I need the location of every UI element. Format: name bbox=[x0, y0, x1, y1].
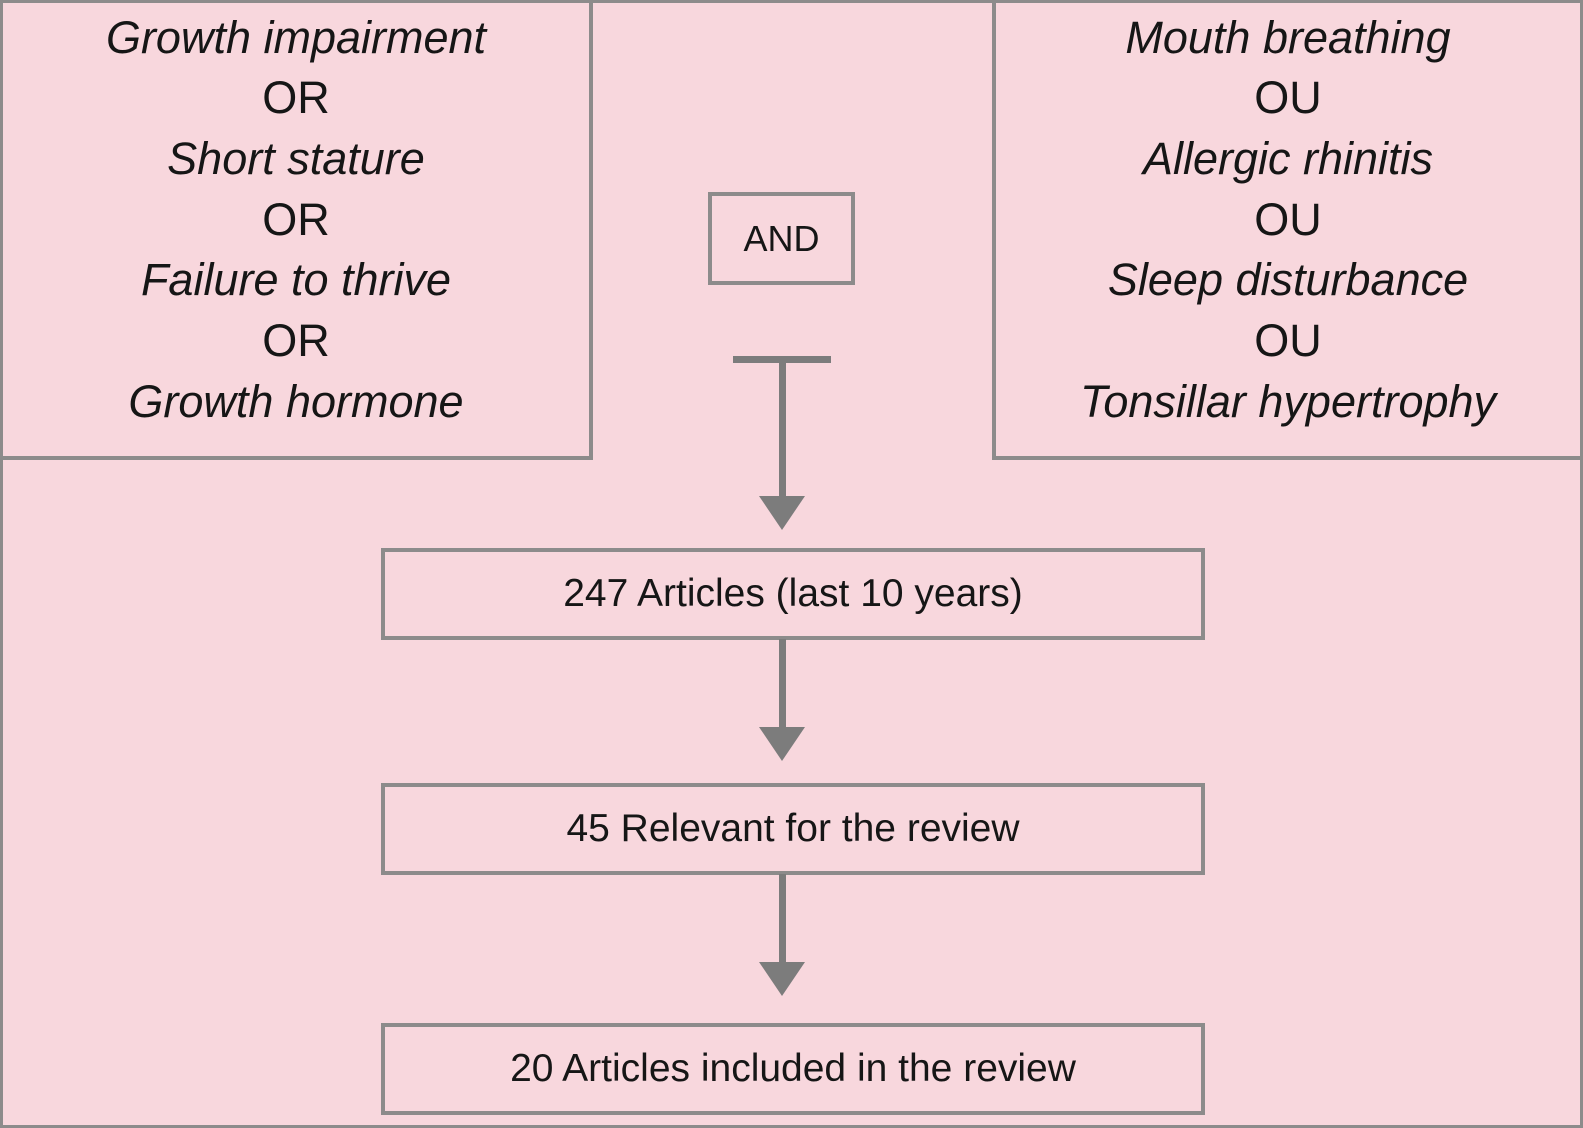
down-arrow-1 bbox=[779, 356, 786, 497]
arrow-head-icon bbox=[759, 727, 805, 761]
included-articles-label: 20 Articles included in the review bbox=[510, 1047, 1076, 1090]
term-line: Tonsillar hypertrophy bbox=[1079, 375, 1497, 427]
articles-found-box: 247 Articles (last 10 years) bbox=[381, 548, 1205, 640]
arrow-head-icon bbox=[759, 496, 805, 530]
relevant-articles-box: 45 Relevant for the review bbox=[381, 783, 1205, 875]
down-arrow-3 bbox=[779, 874, 786, 963]
term-line: Short stature bbox=[167, 133, 425, 184]
term-line: Growth hormone bbox=[128, 375, 464, 427]
relevant-articles-label: 45 Relevant for the review bbox=[566, 807, 1020, 850]
operator-line: OR bbox=[262, 315, 330, 367]
and-operator-box: AND bbox=[708, 192, 855, 285]
included-articles-box: 20 Articles included in the review bbox=[381, 1023, 1205, 1115]
symptom-terms-box: Mouth breathing OU Allergic rhinitis OU … bbox=[992, 3, 1580, 460]
operator-line: OU bbox=[1254, 72, 1322, 124]
term-line: Failure to thrive bbox=[140, 254, 452, 306]
down-arrow-2 bbox=[779, 639, 786, 728]
operator-line: OR bbox=[262, 193, 330, 245]
operator-line: OU bbox=[1254, 193, 1322, 245]
operator-line: OR bbox=[262, 72, 330, 124]
term-line: Allergic rhinitis bbox=[1142, 133, 1434, 184]
and-operator-label: AND bbox=[743, 217, 820, 259]
growth-terms-box: Growth impairment OR Short stature OR Fa… bbox=[3, 3, 593, 460]
articles-found-label: 247 Articles (last 10 years) bbox=[563, 572, 1023, 615]
term-line: Growth impairment bbox=[105, 11, 487, 63]
operator-line: OU bbox=[1254, 315, 1322, 367]
term-line: Sleep disturbance bbox=[1107, 254, 1469, 306]
arrow-head-icon bbox=[759, 962, 805, 996]
term-line: Mouth breathing bbox=[1125, 11, 1451, 63]
